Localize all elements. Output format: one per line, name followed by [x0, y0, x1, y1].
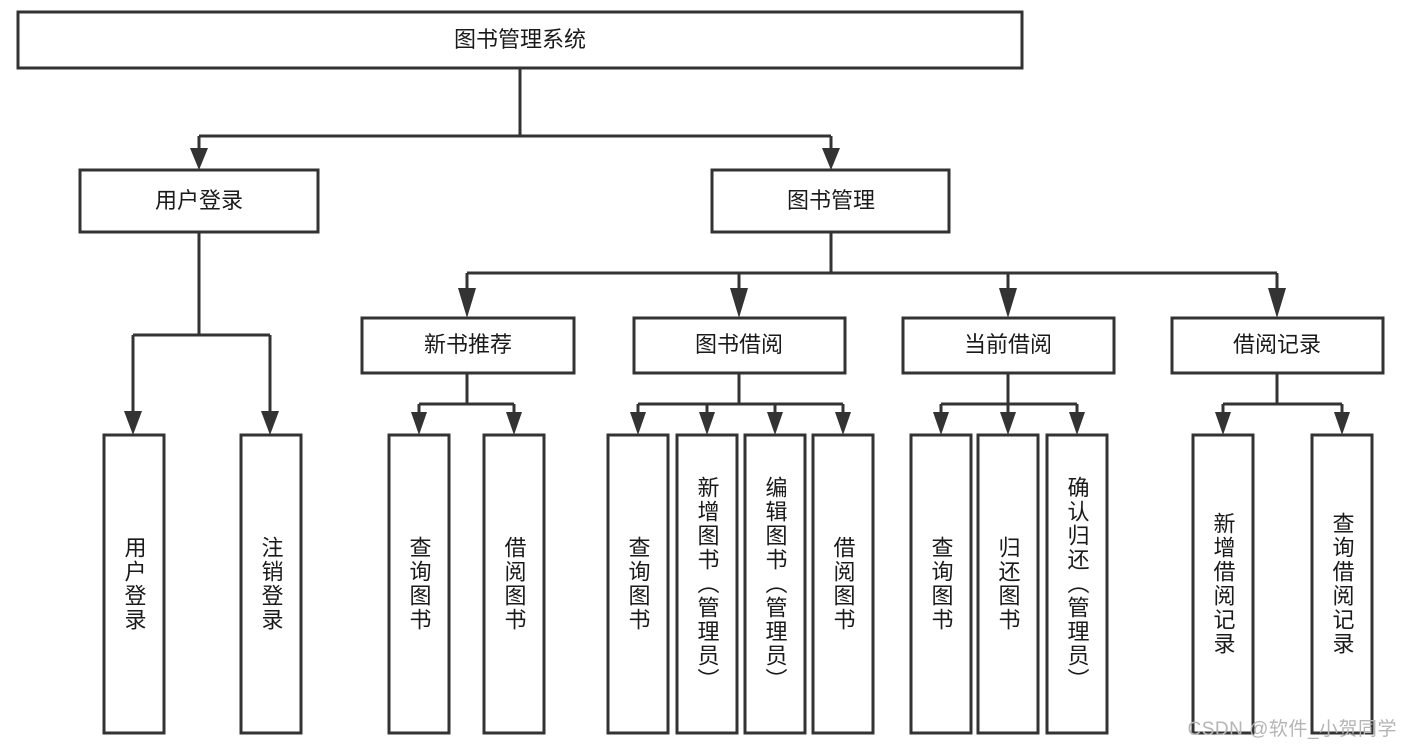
node-current-borrow[interactable]: 当前借阅: [901, 316, 1116, 375]
connectors-book-borrow-to-leaves: [630, 373, 851, 435]
connectors-book-management-to-level2: [458, 232, 1286, 318]
leaf-boxes: [102, 433, 1374, 735]
arrow-head-leaf-confirm-return-admin: [1069, 412, 1085, 435]
arrow-head-borrow-record: [1268, 288, 1286, 318]
arrow-head-leaf-return-book: [1000, 412, 1016, 435]
node-book-borrow-label: 图书借阅: [695, 332, 783, 357]
node-book-management-box[interactable]: [710, 168, 951, 234]
node-book-borrow[interactable]: 图书借阅: [632, 316, 847, 375]
node-new-book-recommend[interactable]: 新书推荐: [360, 316, 576, 375]
arrow-head-leaf-add-borrow-record: [1215, 412, 1231, 435]
connectors-current-borrow-to-leaves: [933, 373, 1085, 435]
arrow-head-leaf-borrow-book-recommend: [506, 412, 522, 435]
node-new-book-recommend-label: 新书推荐: [424, 332, 512, 357]
arrow-head-leaf-add-book-admin: [699, 412, 715, 435]
connectors-root-to-level1: [190, 68, 840, 170]
node-book-borrow-box[interactable]: [632, 316, 847, 375]
arrow-head-current-borrow: [999, 288, 1017, 318]
node-borrow-record[interactable]: 借阅记录: [1170, 316, 1385, 375]
arrow-head-book-management: [822, 148, 840, 170]
node-book-management-label: 图书管理: [787, 188, 875, 213]
leaf-edit-book-admin-box[interactable]: [743, 433, 807, 735]
node-current-borrow-box[interactable]: [901, 316, 1116, 375]
arrow-head-leaf-query-book-current: [933, 412, 949, 435]
leaf-user-login-box[interactable]: [102, 433, 166, 735]
arrow-head-leaf-borrow-book: [835, 412, 851, 435]
connectors-user-login-to-leaves: [124, 232, 279, 435]
arrow-head-leaf-query-book-borrow: [630, 412, 646, 435]
connectors-new-book-recommend-to-leaves: [411, 373, 522, 435]
leaf-confirm-return-admin-box[interactable]: [1045, 433, 1109, 735]
csdn-watermark: CSDN @软件_小贺同学: [1187, 719, 1397, 740]
node-borrow-record-label: 借阅记录: [1233, 332, 1321, 357]
arrow-head-leaf-user-logout: [261, 411, 279, 435]
arrow-head-leaf-user-login: [124, 411, 142, 435]
leaf-query-book-recommend-box[interactable]: [387, 433, 451, 735]
leaf-add-book-admin-box[interactable]: [675, 433, 739, 735]
node-current-borrow-label: 当前借阅: [964, 332, 1052, 357]
node-root-box[interactable]: [16, 10, 1024, 70]
arrow-head-leaf-query-book-recommend: [411, 412, 427, 435]
node-root-label: 图书管理系统: [454, 27, 586, 52]
node-user-login[interactable]: 用户登录: [78, 168, 320, 234]
arrow-head-book-borrow: [730, 288, 748, 318]
node-book-management[interactable]: 图书管理: [710, 168, 951, 234]
node-root[interactable]: 图书管理系统: [16, 10, 1024, 70]
leaf-query-book-borrow-box[interactable]: [606, 433, 670, 735]
leaf-borrow-book-box[interactable]: [811, 433, 875, 735]
node-borrow-record-box[interactable]: [1170, 316, 1385, 375]
arrow-head-leaf-query-borrow-record: [1334, 412, 1350, 435]
leaf-user-logout-box[interactable]: [239, 433, 303, 735]
connectors-borrow-record-to-leaves: [1215, 373, 1350, 435]
node-user-login-box[interactable]: [78, 168, 320, 234]
leaf-borrow-book-recommend-box[interactable]: [482, 433, 546, 735]
node-new-book-recommend-box[interactable]: [360, 316, 576, 375]
leaf-add-borrow-record-box[interactable]: [1191, 433, 1255, 735]
leaf-return-book-box[interactable]: [976, 433, 1040, 735]
arrow-head-leaf-edit-book-admin: [767, 412, 783, 435]
leaf-query-book-current-box[interactable]: [909, 433, 973, 735]
arrow-head-new-book-recommend: [458, 288, 476, 318]
leaf-query-borrow-record-box[interactable]: [1310, 433, 1374, 735]
arrow-head-user-login: [190, 148, 208, 170]
node-user-login-label: 用户登录: [155, 188, 243, 213]
